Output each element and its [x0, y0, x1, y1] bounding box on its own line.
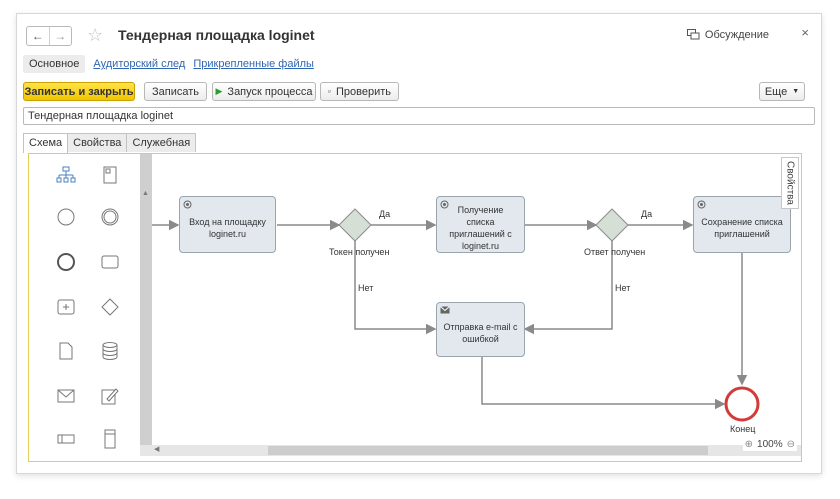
- play-icon: ▶: [215, 86, 223, 96]
- form-sections: Основное Аудиторский след Прикрепленные …: [23, 55, 314, 73]
- edit-icon[interactable]: [99, 385, 121, 407]
- gateway-token-label: Токен получен: [329, 247, 390, 257]
- gateway-answer-label: Ответ получен: [584, 247, 646, 257]
- scroll-thumb[interactable]: [268, 446, 708, 455]
- task-send-email-label: Отправка e-mail с ошибкой: [443, 321, 518, 344]
- note-icon[interactable]: [99, 164, 121, 186]
- section-main[interactable]: Основное: [23, 55, 86, 73]
- discussion-icon: [686, 29, 700, 40]
- discussion-button[interactable]: Обсуждение: [686, 29, 769, 41]
- favorite-star-icon[interactable]: ☆: [87, 25, 104, 45]
- task-login[interactable]: Вход на площадку loginet.ru: [179, 196, 276, 253]
- task-get-invites[interactable]: Получение списка приглашений с loginet.r…: [436, 196, 525, 253]
- panel-tabs: Схема Свойства Служебная: [23, 133, 197, 153]
- flow-connectors: [152, 208, 760, 422]
- intermediate-event-icon[interactable]: [99, 206, 121, 228]
- check-icon: [328, 90, 331, 93]
- document-icon[interactable]: [55, 340, 77, 362]
- tab-properties[interactable]: Свойства: [67, 133, 128, 152]
- save-close-label: Записать и закрыть: [24, 85, 134, 98]
- window-title: Тендерная площадка loginet: [118, 27, 315, 43]
- start-event-icon[interactable]: [55, 206, 77, 228]
- back-icon: ←: [31, 29, 44, 43]
- diagram-canvas[interactable]: Вход на площадку loginet.ru Получение сп…: [152, 154, 801, 445]
- service-task-icon: [697, 200, 706, 209]
- scroll-left-icon[interactable]: ◀: [154, 446, 160, 453]
- pool-icon[interactable]: [99, 428, 121, 450]
- task-send-email[interactable]: Отправка e-mail с ошибкой: [436, 302, 525, 357]
- start-process-button[interactable]: ▶ Запуск процесса: [212, 82, 316, 101]
- end-event-label: Конец: [730, 424, 756, 434]
- flow-label-no: Нет: [358, 283, 374, 293]
- message-icon[interactable]: [55, 385, 77, 407]
- nav-buttons: ← →: [26, 26, 72, 46]
- start-process-label: Запуск процесса: [227, 85, 313, 98]
- gateway-icon[interactable]: [99, 296, 121, 318]
- element-palette: [29, 154, 140, 449]
- more-button[interactable]: Еще ▼: [759, 82, 805, 101]
- task-get-invites-label: Получение списка приглашений с loginet.r…: [449, 204, 512, 251]
- chevron-down-icon: ▼: [792, 88, 800, 95]
- task-save-invites-label: Сохранение списка приглашений: [701, 216, 783, 239]
- forward-icon: →: [54, 29, 67, 43]
- end-event-icon[interactable]: [55, 251, 77, 273]
- horizontal-scrollbar[interactable]: ◀: [140, 445, 801, 456]
- service-task-icon: [440, 200, 449, 209]
- flow-label-no: Нет: [615, 283, 631, 293]
- vertical-scrollbar[interactable]: ▲: [140, 154, 152, 445]
- flow-label-yes: Да: [641, 209, 653, 219]
- name-input[interactable]: Тендерная площадка loginet: [23, 107, 815, 125]
- command-bar: Записать и закрыть Записать ▶ Запуск про…: [23, 82, 815, 102]
- zoom-control: ⊕ 100% ⊖: [742, 438, 797, 451]
- forward-button[interactable]: →: [48, 27, 72, 45]
- properties-side-tab[interactable]: Свойства: [781, 157, 799, 209]
- structure-icon[interactable]: [55, 164, 77, 186]
- zoom-in-icon[interactable]: ⊕: [744, 439, 754, 450]
- subprocess-icon[interactable]: [55, 296, 77, 318]
- task-save-invites[interactable]: Сохранение списка приглашений: [693, 196, 791, 253]
- task-icon[interactable]: [99, 251, 121, 273]
- tab-schema[interactable]: Схема: [23, 133, 69, 153]
- tab-service[interactable]: Служебная: [126, 133, 197, 152]
- schema-editor: ▲: [28, 153, 802, 462]
- zoom-level: 100%: [757, 439, 783, 450]
- more-label: Еще: [764, 85, 788, 98]
- check-label: Проверить: [335, 85, 391, 98]
- gateway-token: [338, 208, 372, 242]
- zoom-out-icon[interactable]: ⊖: [786, 439, 795, 450]
- end-event: [724, 386, 760, 422]
- save-close-button[interactable]: Записать и закрыть: [23, 82, 135, 101]
- scroll-up-icon[interactable]: ▲: [142, 190, 149, 197]
- service-task-icon: [183, 200, 192, 209]
- database-icon[interactable]: [99, 340, 121, 362]
- envelope-icon: [440, 306, 450, 314]
- gateway-answer: [595, 208, 629, 242]
- section-audit-link[interactable]: Аудиторский след: [93, 58, 186, 70]
- save-label: Записать: [152, 85, 200, 98]
- back-button[interactable]: ←: [27, 27, 49, 45]
- lane-icon[interactable]: [55, 428, 77, 450]
- flow-label-yes: Да: [379, 209, 391, 219]
- task-login-label: Вход на площадку loginet.ru: [189, 216, 266, 239]
- close-icon[interactable]: ×: [801, 25, 809, 40]
- save-button[interactable]: Записать: [144, 82, 207, 101]
- discussion-label: Обсуждение: [704, 29, 769, 41]
- process-window: ← → ☆ Тендерная площадка loginet Обсужде…: [16, 13, 822, 474]
- section-files-link[interactable]: Прикрепленные файлы: [193, 58, 314, 70]
- check-button[interactable]: Проверить: [320, 82, 399, 101]
